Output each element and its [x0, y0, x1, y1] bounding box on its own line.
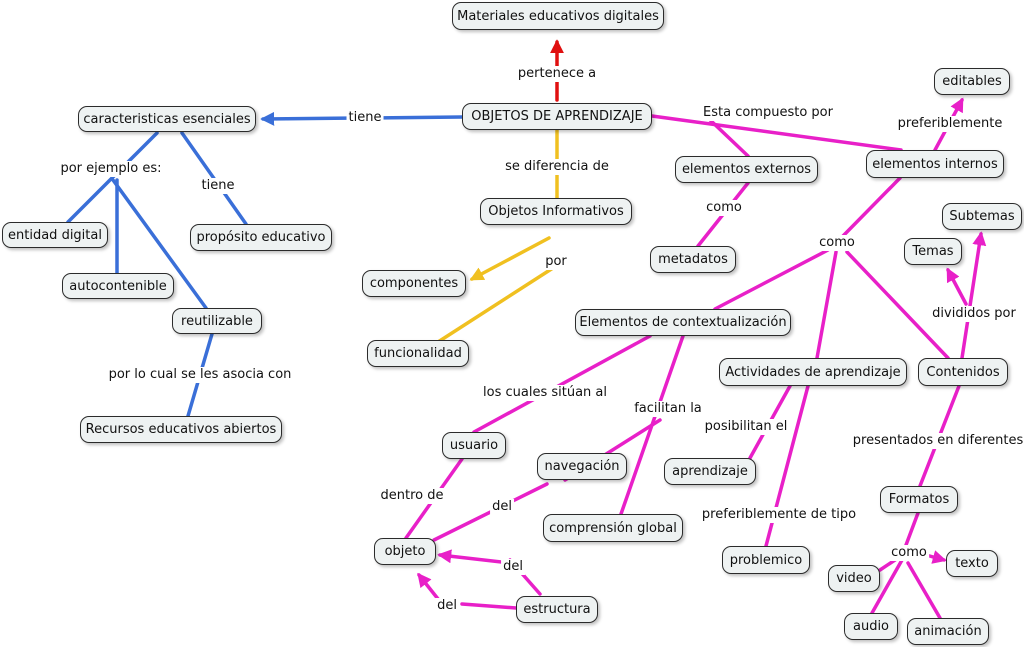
- connector-line: [650, 114, 903, 152]
- label-dentro-de: dentro de: [378, 488, 446, 504]
- label-como-formatos: como: [889, 545, 929, 561]
- label-preferiblemente-de-tipo: preferiblemente de tipo: [699, 507, 859, 523]
- label-presentados-en-diferentes: presentados en diferentes: [850, 433, 1024, 449]
- label-del-navegacion: del: [490, 499, 514, 515]
- label-por: por: [543, 254, 569, 270]
- node-caracteristicas-esenciales[interactable]: caracteristicas esenciales: [78, 106, 256, 132]
- node-elementos-de-contextualizacion[interactable]: Elementos de contextualización: [575, 309, 791, 336]
- label-del-comprension: del: [501, 559, 525, 575]
- node-objetos-de-aprendizaje[interactable]: OBJETOS DE APRENDIZAJE: [462, 103, 652, 130]
- label-como-internos: como: [817, 235, 857, 251]
- node-estructura[interactable]: estructura: [516, 596, 598, 623]
- connector-line: [815, 250, 838, 360]
- node-subtemas[interactable]: Subtemas: [942, 203, 1022, 230]
- node-contenidos[interactable]: Contenidos: [918, 358, 1008, 386]
- node-objetos-informativos[interactable]: Objetos Informativos: [480, 198, 632, 225]
- connector-line: [436, 266, 555, 344]
- label-esta-compuesto-por: Esta compuesto por: [701, 105, 835, 121]
- connector-line: [960, 231, 987, 360]
- node-actividades-de-aprendizaje[interactable]: Actividades de aprendizaje: [719, 358, 907, 386]
- node-elementos-internos[interactable]: elementos internos: [866, 150, 1004, 178]
- node-comprension-global[interactable]: comprensión global: [543, 514, 683, 542]
- node-autocontenible[interactable]: autocontenible: [62, 273, 174, 299]
- node-usuario[interactable]: usuario: [442, 432, 506, 459]
- node-formatos[interactable]: Formatos: [880, 486, 958, 513]
- connector-line: [946, 267, 968, 306]
- node-navegacion[interactable]: navegación: [537, 453, 627, 480]
- connector-line: [460, 602, 518, 610]
- node-reutilizable[interactable]: reutilizable: [172, 308, 262, 334]
- label-facilitan-la: facilitan la: [632, 401, 704, 417]
- node-proposito-educativo[interactable]: propósito educativo: [190, 224, 332, 251]
- label-del-estructura: del: [435, 598, 459, 614]
- label-preferiblemente: preferiblemente: [895, 116, 1005, 132]
- label-divididos-por: divididos por: [930, 306, 1018, 322]
- node-elementos-externos[interactable]: elementos externos: [675, 156, 818, 183]
- connector-line: [437, 549, 512, 565]
- connector-line: [111, 178, 208, 310]
- node-componentes[interactable]: componentes: [362, 270, 466, 297]
- node-texto[interactable]: texto: [946, 550, 998, 577]
- node-materiales-educativos-digitales[interactable]: Materiales educativos digitales: [452, 2, 664, 30]
- label-tiene-proposito: tiene: [199, 178, 237, 194]
- label-posibilitan-el: posibilitan el: [702, 419, 790, 435]
- connector-line: [472, 334, 652, 434]
- connector-line: [870, 558, 904, 615]
- label-por-ejemplo-es: por ejemplo es:: [58, 161, 164, 177]
- label-como-metadatos: como: [704, 200, 744, 216]
- connector-line: [906, 561, 942, 620]
- node-aprendizaje[interactable]: aprendizaje: [664, 458, 756, 485]
- node-entidad-digital[interactable]: entidad digital: [2, 222, 108, 248]
- node-problemico[interactable]: problemico: [722, 546, 810, 574]
- node-objeto[interactable]: objeto: [374, 538, 436, 565]
- connector-line: [845, 250, 950, 360]
- label-se-diferencia-de: se diferencia de: [503, 159, 611, 175]
- label-pertenece-a: pertenece a: [515, 66, 599, 82]
- label-los-cuales-situan-al: los cuales sitúan al: [481, 385, 609, 401]
- label-tiene: tiene: [346, 110, 384, 126]
- node-recursos-educativos-abiertos[interactable]: Recursos educativos abiertos: [80, 416, 282, 443]
- connector-line: [924, 550, 947, 564]
- connector-line: [66, 131, 159, 224]
- connector-line: [904, 511, 920, 547]
- node-animacion[interactable]: animación: [907, 618, 989, 645]
- node-editables[interactable]: editables: [934, 68, 1010, 95]
- node-temas[interactable]: Temas: [904, 238, 962, 265]
- node-funcionalidad[interactable]: funcionalidad: [367, 340, 469, 367]
- connector-line: [841, 176, 902, 238]
- connector-line: [706, 116, 750, 158]
- node-video[interactable]: video: [828, 565, 880, 592]
- connector-line: [713, 248, 830, 311]
- label-por-lo-cual: por lo cual se les asocia con: [106, 367, 294, 383]
- node-metadatos[interactable]: metadatos: [650, 246, 736, 273]
- node-audio[interactable]: audio: [844, 613, 898, 640]
- connector-line: [469, 236, 551, 281]
